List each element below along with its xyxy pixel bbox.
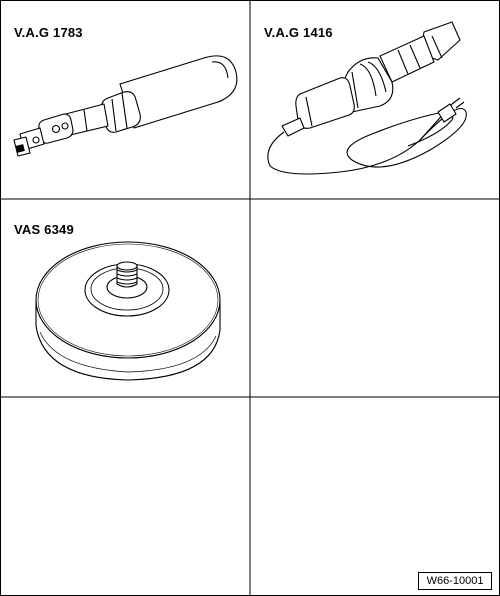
torque-wrench-illustration <box>13 55 238 157</box>
hot-air-blower-illustration <box>267 21 467 175</box>
figure-id: W66-10001 <box>418 572 492 590</box>
tool-label-1: V.A.G 1783 <box>14 25 83 40</box>
disc-adapter-illustration <box>35 241 221 381</box>
tool-label-2: V.A.G 1416 <box>264 25 333 40</box>
tool-label-3: VAS 6349 <box>14 222 74 237</box>
